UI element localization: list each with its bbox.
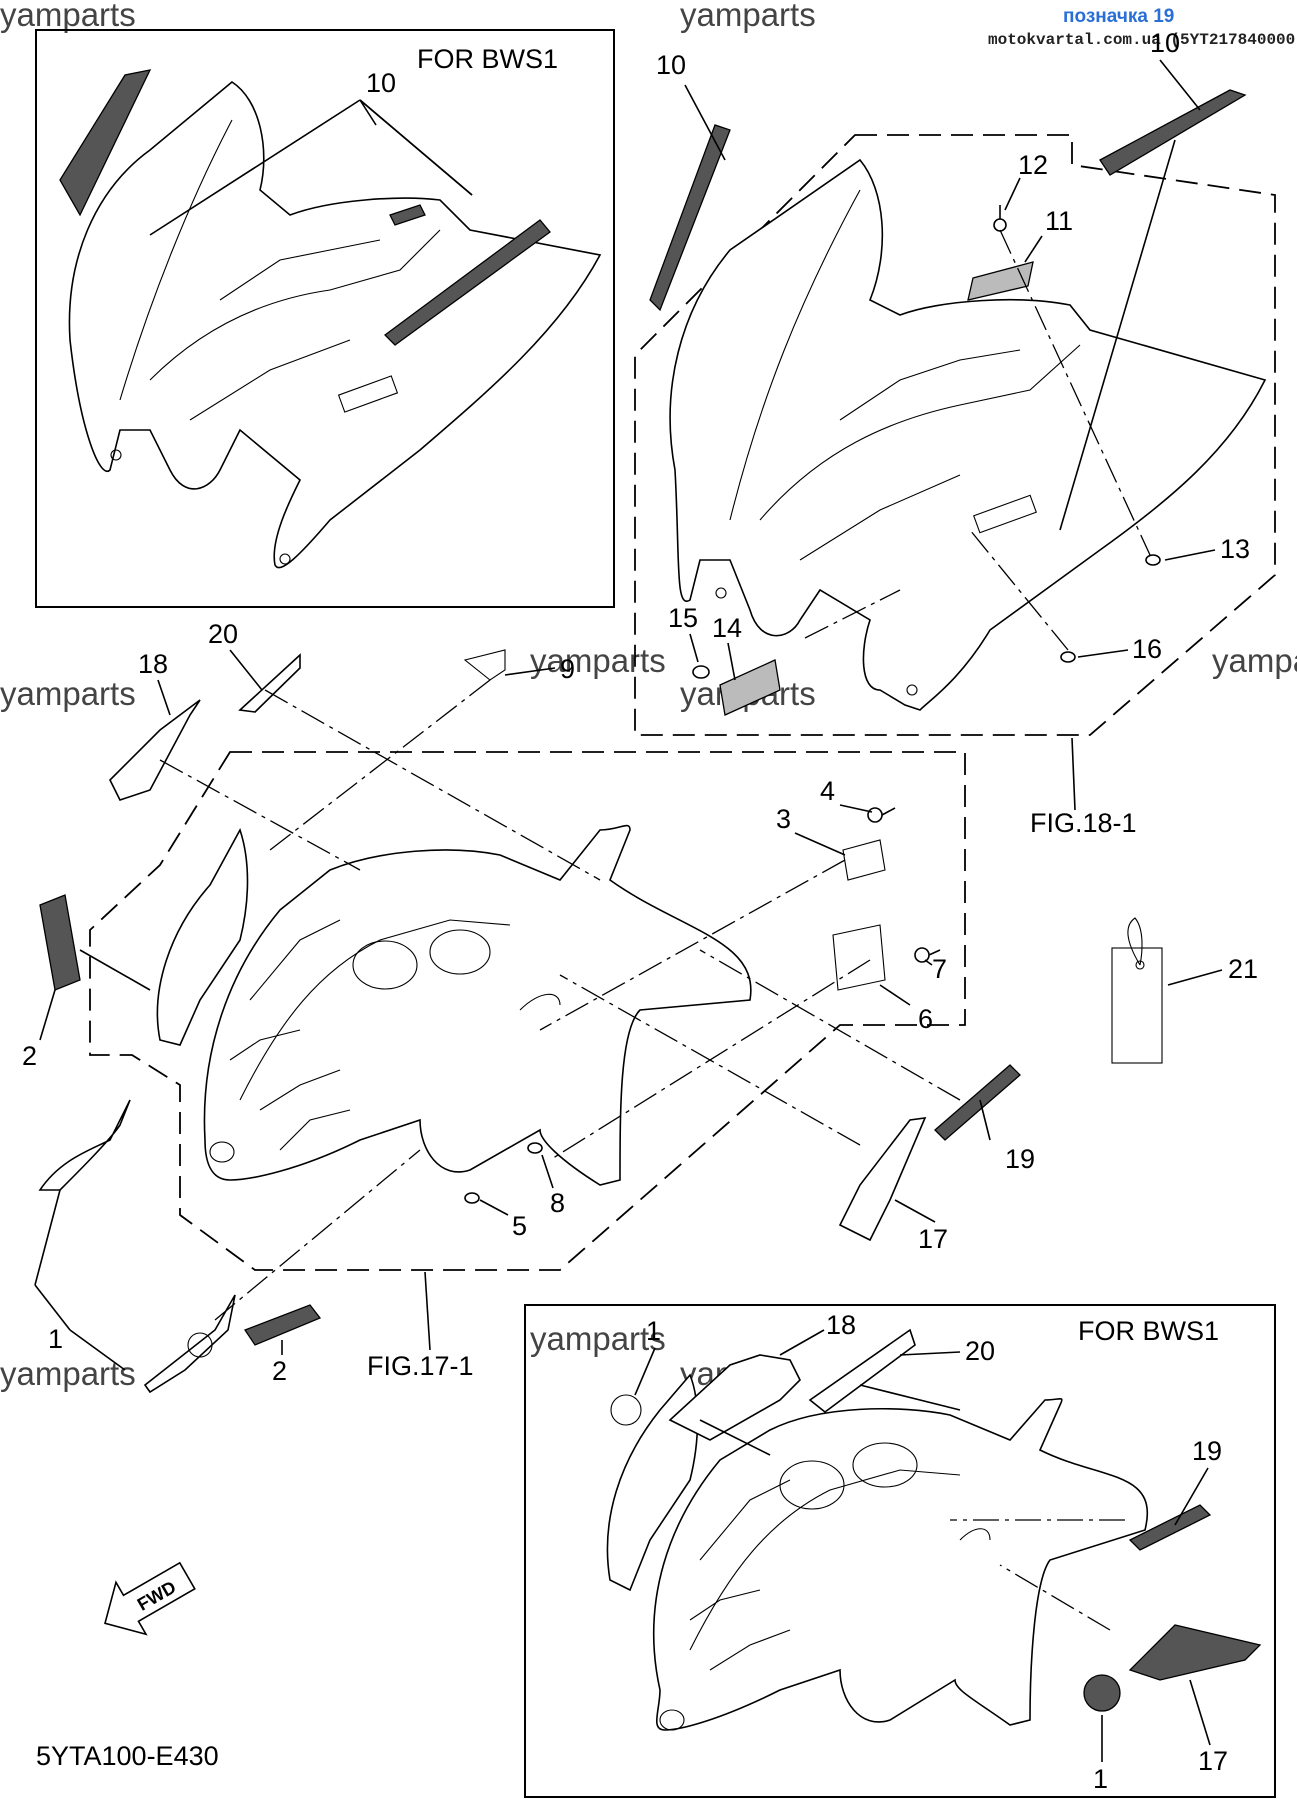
fig17-group: 2 18 20 9 19 17 4 3 7 6 (22, 619, 1035, 1394)
callout-20: 20 (208, 619, 238, 649)
decal-20 (238, 653, 301, 713)
part-16-nut (1060, 651, 1076, 663)
watermark: yamparts (0, 675, 136, 712)
decal-10 (1099, 89, 1247, 176)
part-4-bolt (867, 807, 883, 823)
part-1-emblem (1083, 1674, 1121, 1712)
decal-10 (649, 124, 731, 312)
inset-border (35, 29, 615, 608)
callout-9: 9 (560, 654, 575, 684)
callout-16: 16 (1132, 634, 1162, 664)
page-label: позначка 19 (1063, 6, 1174, 27)
callout-7: 7 (932, 954, 947, 984)
inset-title: FOR BWS1 (1078, 1316, 1219, 1346)
callout-19: 19 (1005, 1144, 1035, 1174)
part-11-plate (967, 261, 1034, 301)
watermark: yamparts (530, 642, 666, 679)
decal-small (389, 204, 426, 226)
decal-2-left (39, 894, 81, 991)
decal-19 (934, 1064, 1021, 1141)
callout-20: 20 (965, 1336, 995, 1366)
front-fender-sketch (68, 81, 602, 569)
watermark: yamparts (680, 0, 816, 33)
callout-2: 2 (272, 1356, 287, 1386)
front-fender-main (156, 824, 752, 1186)
fig17-boundary (89, 751, 966, 1271)
part-15-bolt (692, 665, 710, 679)
fig17-label: FIG.17-1 (367, 1351, 474, 1381)
callout-5: 5 (512, 1211, 527, 1241)
callout-1: 1 (1093, 1764, 1108, 1794)
front-fender-inset (606, 1373, 1148, 1731)
part-8-nut (527, 1142, 543, 1154)
decal-10-left (59, 69, 152, 217)
fig18-group: 10 10 12 11 13 16 15 14 FIG.18-1 (634, 28, 1276, 838)
callout-17: 17 (1198, 1746, 1228, 1776)
inset-title: FOR BWS1 (417, 44, 558, 74)
part-5-nut (464, 1192, 480, 1204)
callout-12: 12 (1018, 150, 1048, 180)
decal-10-right (384, 219, 551, 346)
callout-18: 18 (138, 649, 168, 679)
part-7-bolt (914, 947, 930, 963)
callout-8: 8 (550, 1188, 565, 1218)
callout-11: 11 (1045, 206, 1073, 236)
inset-border (524, 1304, 1276, 1798)
fwd-arrow-icon: FWD (104, 1561, 196, 1636)
diagram-code: 5YTA100-E430 (36, 1741, 219, 1771)
part-3-plate (842, 839, 886, 881)
callout-2: 2 (22, 1041, 37, 1071)
callout-3: 3 (776, 804, 791, 834)
part-1-emblem-circle (610, 1394, 642, 1426)
part-13-nut (1145, 554, 1161, 566)
decal-19-inset (1128, 1504, 1212, 1551)
watermark: yamparts (0, 1355, 136, 1392)
callout-19: 19 (1192, 1436, 1222, 1466)
fig18-boundary (634, 134, 1276, 736)
decal-2-bottom (244, 1304, 322, 1346)
watermark: yamparts (0, 0, 136, 33)
callout-13: 13 (1220, 534, 1250, 564)
site-label: motokvartal.com.ua (5YT217840000) (988, 31, 1297, 49)
callout-14: 14 (712, 613, 742, 643)
decal-17 (838, 1117, 927, 1242)
inset-top-left: FOR BWS1 10 (35, 29, 615, 608)
callout-21: 21 (1228, 954, 1258, 984)
callout-18: 18 (826, 1310, 856, 1340)
part-21-tag: 21 (1111, 917, 1258, 1064)
watermark: yamparts (1212, 642, 1297, 679)
rear-fender-sketch (669, 158, 1267, 711)
part-6-plate (832, 924, 886, 991)
fig18-label: FIG.18-1 (1030, 808, 1137, 838)
callout-6: 6 (918, 1004, 933, 1034)
part-14-plate (719, 659, 781, 716)
decal-18 (109, 699, 201, 801)
decal-17-inset (1128, 1624, 1262, 1681)
callout-10: 10 (656, 50, 686, 80)
callout-1: 1 (646, 1316, 661, 1346)
callout-17: 17 (918, 1224, 948, 1254)
decal-9 (463, 649, 506, 681)
decal-20-inset (808, 1328, 916, 1414)
watermark: yamparts (530, 1320, 666, 1357)
inset-bottom-right: FOR BWS1 1 18 20 19 (524, 1304, 1276, 1798)
callout-10: 10 (1150, 28, 1180, 58)
decal-1-emblem (143, 1294, 236, 1394)
callout-15: 15 (668, 603, 698, 633)
callout-10: 10 (366, 68, 396, 98)
callout-4: 4 (820, 776, 835, 806)
tag-21 (1111, 947, 1163, 1064)
decal-18-inset (668, 1354, 801, 1441)
callout-1: 1 (48, 1324, 63, 1354)
decal-1-strip (38, 1099, 131, 1191)
